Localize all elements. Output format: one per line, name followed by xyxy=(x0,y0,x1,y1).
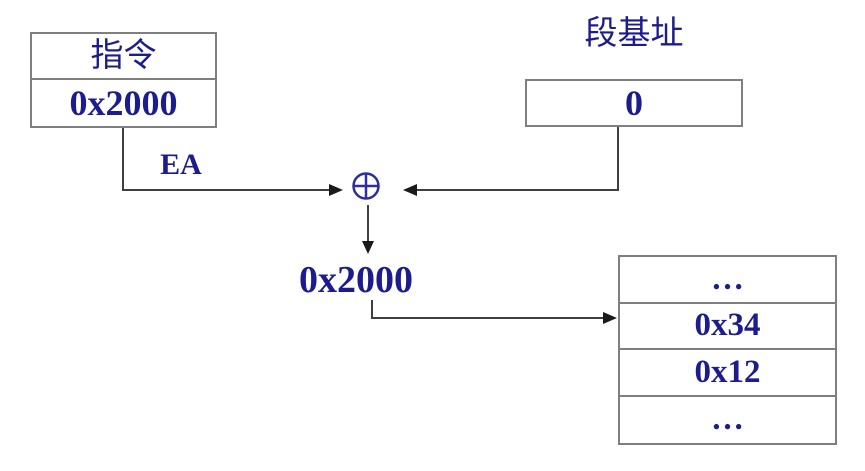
result-arrowhead-icon xyxy=(362,241,374,254)
memory-pointer-line xyxy=(371,300,603,319)
instruction-offset-value: 0x2000 xyxy=(69,83,178,123)
segment-arrow-line xyxy=(417,127,619,191)
memory-row: 0x12 xyxy=(620,350,835,397)
memory-table: … 0x34 0x12 … xyxy=(618,255,837,445)
memory-arrowhead-icon xyxy=(603,312,617,324)
ea-arrowhead-icon xyxy=(329,184,343,196)
segment-base-label: 段基址 xyxy=(584,15,684,52)
segment-arrowhead-icon xyxy=(403,184,417,196)
ea-arrow-line xyxy=(122,128,329,191)
memory-row: … xyxy=(711,401,744,438)
memory-row: 0x34 xyxy=(620,304,835,350)
instruction-title: 指令 xyxy=(32,34,215,80)
effective-address-value: 0x2000 xyxy=(299,259,413,301)
segment-base-value: 0 xyxy=(625,83,643,123)
memory-row: … xyxy=(620,257,835,304)
segment-base-box: 0 xyxy=(525,79,743,127)
adder-oplus-icon xyxy=(352,172,380,200)
ea-label: EA xyxy=(160,148,202,181)
instruction-box: 指令 0x2000 xyxy=(30,32,217,128)
